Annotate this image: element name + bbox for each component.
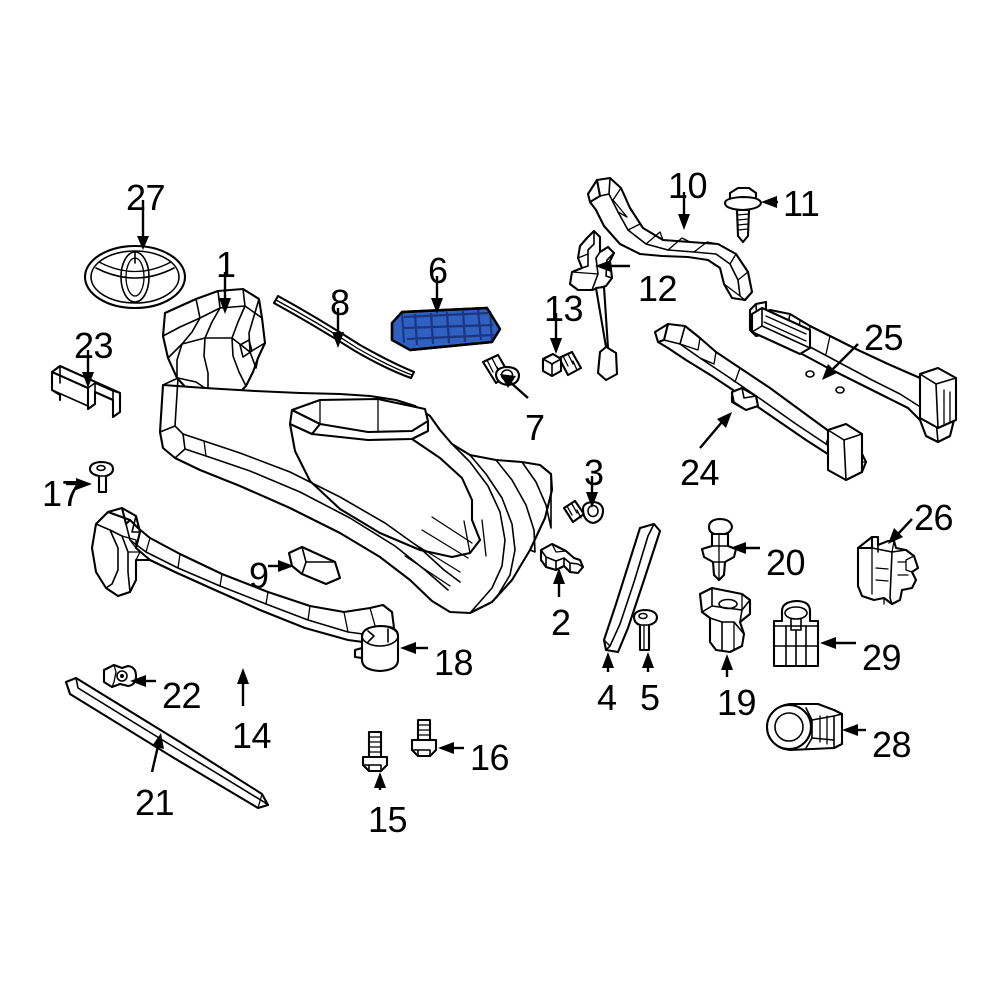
- part-3-hex-flange-bolt: [562, 499, 605, 525]
- callout-label-27: 27: [126, 177, 166, 218]
- part-15-spoiler-bolt-long: [361, 730, 389, 773]
- part-12-side-support-bracket: [568, 229, 619, 382]
- callout-label-23: 23: [74, 325, 114, 366]
- part-9-bumper-side-bracket: [287, 545, 342, 586]
- callout-leader-lines: [66, 192, 913, 790]
- callout-label-13: 13: [544, 288, 584, 329]
- callout-label-8: 8: [330, 282, 350, 323]
- part-28-parking-sensor: [765, 702, 844, 752]
- callout-label-7: 7: [525, 407, 545, 448]
- part-11-reinforcement-screw: [723, 186, 763, 244]
- callout-label-26: 26: [914, 497, 954, 538]
- part-29-sensor-bracket: [772, 599, 820, 668]
- part-19-absorber-side-bracket: [698, 586, 752, 654]
- part-18-fog-lamp-bezel-ring: [353, 624, 400, 673]
- callout-label-25: 25: [864, 317, 904, 358]
- callout-label-2: 2: [551, 602, 571, 643]
- callout-label-28: 28: [872, 724, 912, 765]
- callout-label-17: 17: [42, 473, 82, 514]
- callout-label-12: 12: [638, 268, 678, 309]
- callout-label-6: 6: [428, 250, 448, 291]
- part-2-bumper-retainer-clip: [539, 542, 585, 575]
- callout-label-29: 29: [862, 637, 902, 678]
- part-27-toyota-emblem: [83, 244, 187, 310]
- part-20-body-retainer-pin: [700, 517, 738, 582]
- part-5-push-pin-clip: [632, 608, 659, 652]
- part-6-lower-mesh-grille-highlighted: [390, 306, 502, 352]
- callout-label-14: 14: [232, 715, 272, 756]
- part-16-spoiler-bolt-short: [410, 718, 438, 758]
- callout-label-21: 21: [135, 782, 175, 823]
- part-8-bumper-upper-molding: [272, 294, 416, 380]
- callout-label-3: 3: [584, 452, 604, 493]
- callout-label-11: 11: [783, 183, 820, 224]
- callout-label-9: 9: [249, 555, 269, 596]
- callout-label-4: 4: [597, 677, 617, 718]
- callout-label-1: 1: [216, 244, 236, 285]
- callout-label-20: 20: [766, 542, 806, 583]
- part-24-bumper-energy-absorber: [653, 322, 868, 482]
- part-21-lower-trim-strip: [64, 676, 270, 810]
- callout-label-10: 10: [668, 165, 708, 206]
- part-10-upper-reinforcement-bracket: [586, 176, 754, 302]
- callout-label-16: 16: [470, 737, 510, 778]
- part-23-bumper-end-bracket: [50, 364, 122, 419]
- callout-label-24: 24: [680, 452, 720, 493]
- callout-label-15: 15: [368, 799, 408, 840]
- callout-label-22: 22: [162, 675, 202, 716]
- part-26-parking-sensor-retainer: [856, 535, 920, 606]
- part-4-bumper-side-seal-strip: [602, 522, 662, 654]
- callout-label-19: 19: [717, 682, 757, 723]
- callout-label-18: 18: [434, 642, 474, 683]
- part-7-grille-mounting-screw: [481, 353, 521, 387]
- part-13-bracket-bolt: [541, 350, 583, 378]
- part-22-trim-clip: [102, 663, 138, 689]
- part-17-spoiler-clip: [88, 460, 115, 494]
- part-1-front-bumper-cover: [158, 287, 554, 615]
- callout-label-5: 5: [640, 677, 660, 718]
- part-25-bumper-reinforcement-beam: [748, 300, 958, 444]
